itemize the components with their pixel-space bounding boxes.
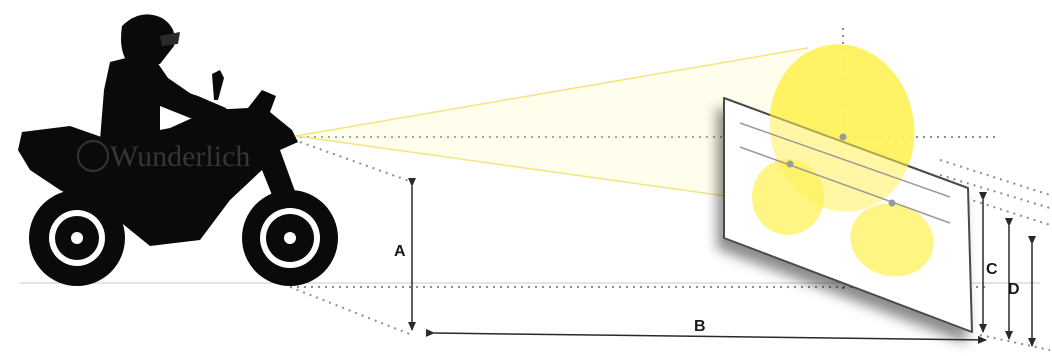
dimension-c: C <box>979 192 998 333</box>
ground-slope-guide <box>289 286 413 336</box>
label-b: B <box>694 318 706 335</box>
right-low-beam-spot <box>850 203 934 277</box>
dimension-b: B <box>425 318 987 344</box>
svg-text:Wunderlich: Wunderlich <box>110 140 250 173</box>
watermark: Wunderlich <box>77 140 250 173</box>
beam-lower-guide <box>299 141 413 183</box>
label-a: A <box>394 243 406 260</box>
dimension-d: D <box>1005 218 1020 340</box>
dimension-a: A <box>394 178 416 331</box>
projection-screen-icon <box>723 44 973 333</box>
label-c: C <box>986 261 998 278</box>
light-beams <box>295 47 809 206</box>
label-d: D <box>1008 281 1020 298</box>
left-low-beam-spot <box>752 159 824 235</box>
motorcycle-rider-silhouette-icon <box>18 14 338 286</box>
